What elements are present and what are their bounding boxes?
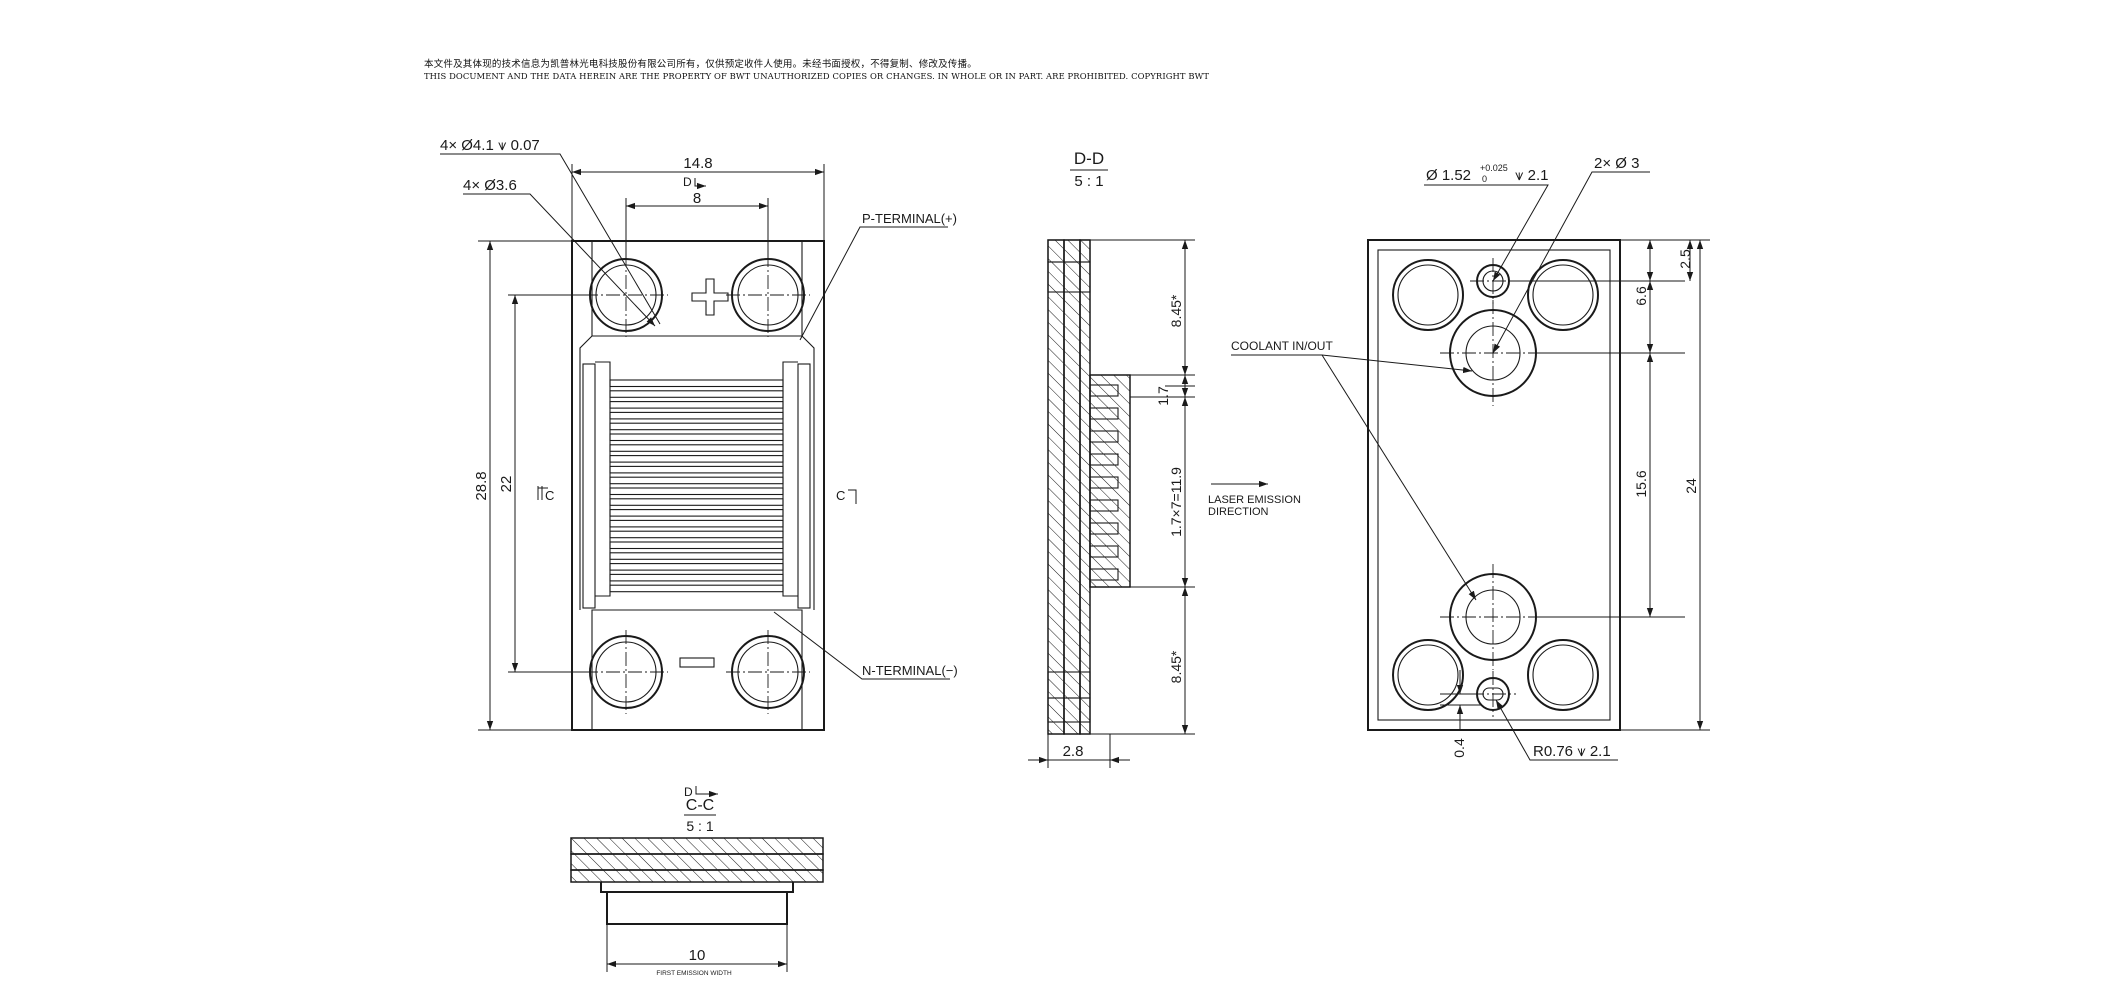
dim-cc-label: FIRST EMISSION WIDTH: [656, 970, 732, 977]
plus-symbol-icon: [691, 278, 729, 316]
depth-spec: ⩛ 2.1: [1515, 167, 1548, 184]
dd-fin-gap-2: [1089, 407, 1119, 420]
laser-label-2: DIRECTION: [1208, 506, 1269, 518]
mounting-hole-top-right: [726, 253, 810, 337]
section-cc-view: D C-C 5 : 1 10 FIRST EMISSION WIDTH: [570, 785, 824, 977]
fin-18: [609, 563, 784, 571]
back-outline: [1367, 239, 1621, 731]
cc-emitter-block: [606, 891, 788, 925]
fin-2: [609, 390, 784, 398]
dd-fin-stack: [1089, 374, 1131, 588]
dim-6-6: 6.6: [1633, 286, 1649, 306]
fin-4: [609, 411, 784, 420]
fin-1: [609, 379, 784, 388]
dim-dd-pitch: 1.7: [1155, 386, 1171, 406]
fin-6: [609, 433, 784, 442]
section-dd-view: D-D 5 : 1 8.45* 1.7 1.7×7=11.9 8.45* 2.8…: [1028, 149, 1301, 768]
hole-spec-41: 4× Ø4.1 ⩛ 0.07: [440, 137, 540, 154]
dim-dd-thickness: 2.8: [1063, 743, 1084, 760]
fin-13: [609, 509, 784, 517]
section-cc-d-mark: D: [684, 785, 693, 799]
dd-fin-gap-1: [1089, 384, 1119, 397]
dd-fin-gap-3: [1089, 430, 1119, 443]
p-terminal-label: P-TERMINAL(+): [862, 211, 957, 226]
front-view: 4× Ø4.1 ⩛ 0.07 4× Ø3.6 14.8 D 8 28.8 22 …: [440, 137, 958, 731]
dd-layer-3: [1079, 239, 1091, 735]
fin-12: [609, 498, 784, 506]
section-mark-c-left: C: [545, 488, 554, 503]
dim-hole-vertical-22: 22: [498, 476, 515, 493]
fin-14: [609, 519, 784, 528]
fin-15: [609, 530, 784, 539]
radius-spec: R0.76 ⩛ 2.1: [1533, 743, 1611, 760]
section-dd-title: D-D: [1074, 149, 1104, 168]
back-view: Ø 1.52 +0.025 0 ⩛ 2.1 2× Ø 3 COOLANT IN/…: [1231, 155, 1710, 761]
dim-height-28-8: 28.8: [473, 471, 490, 500]
dd-layer-1: [1047, 239, 1065, 735]
fin-10: [609, 476, 784, 485]
fin-11: [609, 487, 784, 496]
fin-17: [609, 552, 784, 560]
mounting-hole-bottom-left: [584, 630, 668, 714]
fin-19: [609, 573, 784, 582]
front-outline: [571, 240, 825, 731]
cc-layer-low: [570, 869, 824, 883]
coolant-label: COOLANT IN/OUT: [1231, 339, 1333, 353]
dim-width-14-8: 14.8: [683, 155, 712, 172]
dim-dd-stack: 1.7×7=11.9: [1168, 467, 1184, 537]
section-dd-scale: 5 : 1: [1074, 173, 1103, 190]
dim-dd-bottom: 8.45*: [1168, 650, 1184, 683]
section-mark-d-top: D: [683, 175, 692, 189]
dim-24: 24: [1683, 478, 1699, 494]
back-hole-bottom-right: [1527, 639, 1599, 711]
back-hole-bottom-left: [1392, 639, 1464, 711]
section-cc-scale: 5 : 1: [686, 818, 713, 834]
dd-fin-gap-5: [1089, 476, 1119, 489]
tolerance-upper: +0.025: [1480, 163, 1508, 173]
dim-hole-spacing-8: 8: [693, 190, 701, 207]
dim-cc-width: 10: [689, 947, 706, 964]
small-hole-spec: Ø 1.52: [1426, 167, 1471, 184]
dim-2-5: 2.5: [1677, 249, 1693, 269]
hole-spec-36: 4× Ø3.6: [463, 177, 517, 194]
dim-dd-top: 8.45*: [1168, 294, 1184, 327]
cc-layer-mid: [570, 853, 824, 871]
tolerance-lower: 0: [1482, 174, 1487, 184]
microchannel-fins: [609, 379, 784, 593]
back-hole-top-right: [1527, 259, 1599, 331]
fin-5: [609, 422, 784, 431]
cc-layer-top: [570, 837, 824, 855]
fin-7: [609, 444, 784, 452]
dim-0-4: 0.4: [1451, 738, 1467, 758]
n-terminal-label: N-TERMINAL(−): [862, 663, 958, 678]
dd-fin-gap-7: [1089, 522, 1119, 535]
dd-layer-2: [1063, 239, 1081, 735]
minus-symbol-icon: [679, 657, 715, 668]
dd-fin-gap-6: [1089, 499, 1119, 512]
dd-fin-gap-9: [1089, 568, 1119, 581]
fin-20: [609, 584, 784, 593]
section-cc-title: C-C: [686, 797, 714, 814]
dd-fin-gap-4: [1089, 453, 1119, 466]
laser-label-1: LASER EMISSION: [1208, 494, 1301, 506]
fin-16: [609, 541, 784, 550]
section-mark-c-right: C: [836, 488, 845, 503]
mounting-hole-bottom-right: [726, 630, 810, 714]
fin-3: [609, 401, 784, 409]
dim-15-6: 15.6: [1633, 470, 1649, 497]
copyright-notice-chinese: 本文件及其体现的技术信息为凯普林光电科技股份有限公司所有，仅供预定收件人使用。未…: [424, 59, 977, 70]
dd-fin-block: [1089, 374, 1131, 588]
back-hole-top-left: [1392, 259, 1464, 331]
fin-8: [609, 455, 784, 463]
large-hole-spec: 2× Ø 3: [1594, 155, 1639, 172]
dd-fin-gap-8: [1089, 545, 1119, 558]
fin-9: [609, 465, 784, 474]
copyright-notice-english: THIS DOCUMENT AND THE DATA HEREIN ARE TH…: [424, 71, 1210, 81]
